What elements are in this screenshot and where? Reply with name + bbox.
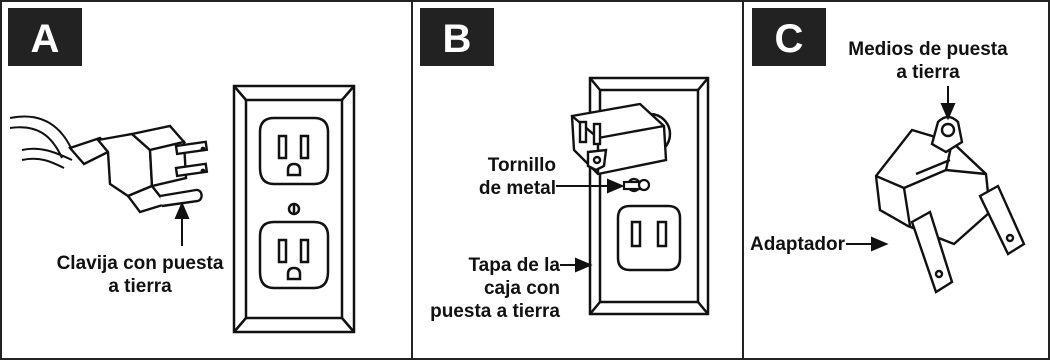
label-box-cover-line3: puesta a tierra [430,301,560,322]
duplex-outlet-illustration [232,84,356,334]
adapter-on-outlet-illustration [570,102,668,176]
grounding-adapter-illustration [874,115,1026,294]
svg-text:A: A [31,17,60,61]
label-metal-screw: Tornillo de metal [462,154,556,200]
arrow-to-ground [940,86,956,121]
label-grounded-plug-line2: a tierra [108,276,172,297]
panel-b-badge: B [420,8,494,66]
label-grounded-plug-line1: Clavija con puesta [56,253,224,274]
label-grounding-means-line1: Medios de puesta [848,39,1008,60]
label-box-cover-line1: Tapa de la [468,255,560,276]
arrow-to-adapter [846,236,889,252]
arrow-to-box-cover [560,257,593,273]
label-grounding-means-line2: a tierra [896,62,960,83]
label-grounded-plug: Clavija con puesta a tierra [44,252,236,298]
svg-text:B: B [443,17,472,61]
panel-a-badge: A [8,8,82,66]
label-box-cover-line2: caja con [483,278,560,299]
label-metal-screw-line1: Tornillo [487,155,556,176]
label-adapter: Adaptador [750,233,845,256]
grounded-plug-illustration [67,124,209,214]
power-cord-illustration [9,115,73,169]
metal-screw-illustration [622,177,651,193]
arrow-to-screw [556,178,625,194]
arrow-to-plug [174,201,190,246]
label-grounding-means: Medios de puesta a tierra [848,38,1008,84]
label-metal-screw-line2: de metal [478,178,556,199]
svg-text:C: C [775,17,804,61]
label-grounded-box-cover: Tapa de la caja con puesta a tierra [420,254,560,323]
panel-c-badge: C [752,8,826,66]
cover-plate-illustration [588,76,710,316]
label-adapter-text: Adaptador [750,234,845,255]
